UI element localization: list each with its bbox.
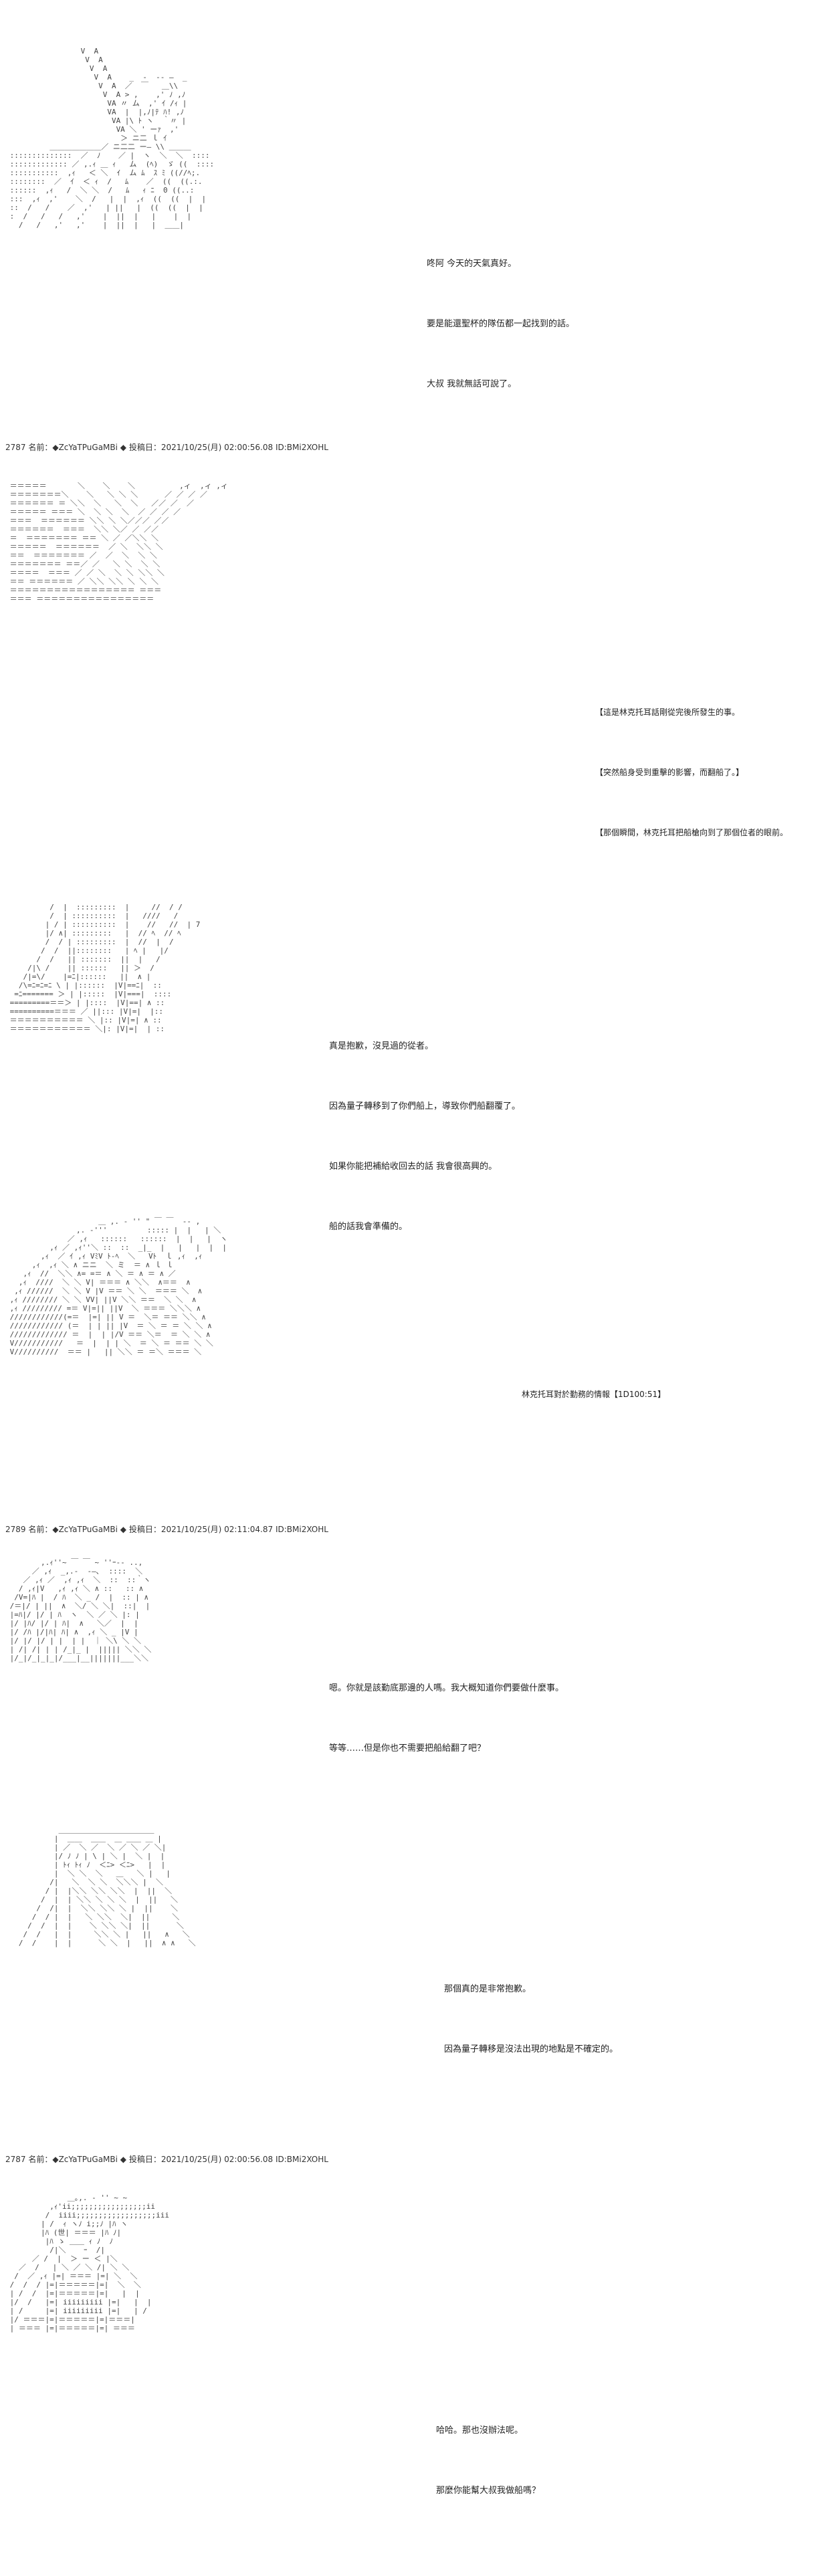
dialog-line: 真是抱歉，沒見過的從者。 xyxy=(329,1041,434,1051)
panel-1: V A V A V A V A _ - -- ― _ V A ／ ￣ ＿\\ V… xyxy=(0,0,840,455)
dialog-line: 那麼你能幫大叔我做船嗎？ xyxy=(436,2486,541,2496)
ascii-art-panel-2: ＝＝＝＝＝ ＼ ＼ ＼ ,ィ ,ィ ,ィ ＝＝＝＝＝＝＝＼ ＼ ＼ ＼ ＼ ／ … xyxy=(9,481,228,603)
dialog-line: 那個真的是非常抱歉。 xyxy=(444,1984,532,1994)
dialog-line: 等等……但是你也不需要把船給翻了吧？ xyxy=(329,1743,486,1753)
post-header: 2787 名前：◆ZcYaTPuGaMBi ◆ 投稿日：2021/10/25(月… xyxy=(5,2155,328,2164)
dialog-panel-5: 嗯。你就是該勤底那邊的人嗎。我大概知道你們要做什麼事。 等等……但是你也不需要把… xyxy=(329,1638,564,1799)
ascii-art-panel-3: / | ::::::::: | // / / / | :::::::::: | … xyxy=(9,903,201,1033)
dialog-line: 【突然船身受到重擊的影響，而翻船了。】 xyxy=(595,768,744,777)
panel-4: ＿ ,. ‐ '' " ￣ ￣ ‐- , ,. ‐''' ::::: | | |… xyxy=(0,1204,840,1545)
dialog-line: 要是能還聖杯的隊伍都一起找到的話。 xyxy=(427,319,575,329)
ascii-art-panel-6: ＿＿＿＿＿＿＿＿＿＿＿＿＿ | ＿＿ ＿＿ ＿ ＿＿ ＿ | | ／ ＼ ／ ＼… xyxy=(18,1826,196,1947)
dialog-line: 嗯。你就是該勤底那邊的人嗎。我大概知道你們要做什麼事。 xyxy=(329,1683,564,1693)
dialog-line: 林克托耳對於勤務的情報【1D100:51】 xyxy=(522,1390,666,1399)
post-header: 2789 名前：◆ZcYaTPuGaMBi ◆ 投稿日：2021/10/25(月… xyxy=(5,1525,328,1534)
ascii-art-panel-4: ＿ ,. ‐ '' " ￣ ￣ ‐- , ,. ‐''' ::::: | | |… xyxy=(9,1217,228,1356)
dialog-line: 因為量子轉移到了你們船上，導致你們船翻覆了。 xyxy=(329,1101,521,1111)
ascii-art-panel-1: V A V A V A V A _ - -- ― _ V A ／ ￣ ＿\\ V… xyxy=(9,47,215,229)
dialog-line: 咚阿 今天的天氣真好。 xyxy=(427,259,517,269)
dialog-panel-2: 【這是林克托耳話剛從完後所發生的事。 【突然船身受到重擊的影響，而翻船了。】 【… xyxy=(595,662,788,883)
dialog-panel-6: 那個真的是非常抱歉。 因為量子轉移是沒法出現的地點是不確定的。 xyxy=(444,1939,618,2100)
ascii-art-panel-7: ＿｡,. ‐ '' ~ ~ ,ｨ'ii;;;;;;;;;;;;;;;;;ii /… xyxy=(9,2193,170,2333)
dialog-panel-4: 林克托耳對於勤務的情報【1D100:51】 xyxy=(522,1344,665,1444)
dialog-line: 因為量子轉移是沒法出現的地點是不確定的。 xyxy=(444,2044,619,2054)
post-header: 2787 名前：◆ZcYaTPuGaMBi ◆ 投稿日：2021/10/25(月… xyxy=(5,443,328,452)
dialog-panel-1: 咚阿 今天的天氣真好。 要是能還聖杯的隊伍都一起找到的話。 大叔 我就無話可說了… xyxy=(427,214,574,435)
dialog-line: 【那個瞬間，林克托耳把船槍向到了那個位者的眼前。 xyxy=(595,828,789,837)
ascii-art-panel-5: ,.ｨ''~ ￣ ￣ ~ ''ｰ-- .., ／ ,ｨ _,.- -―､ :::… xyxy=(9,1558,152,1662)
dialog-panel-3: 真是抱歉，沒見過的從者。 因為量子轉移到了你們船上，導致你們船翻覆了。 如果你能… xyxy=(329,996,520,1277)
dialog-line: 船的話我會準備的。 xyxy=(329,1222,408,1232)
panel-7: ＿｡,. ‐ '' ~ ~ ,ｨ'ii;;;;;;;;;;;;;;;;;ii /… xyxy=(0,2180,840,2575)
dialog-panel-7: 哈哈。那也沒辦法呢。 那麼你能幫大叔我做船嗎？ xyxy=(436,2381,540,2541)
dialog-line: 如果你能把補給收回去的話 我會很高興的。 xyxy=(329,1162,498,1172)
dialog-line: 大叔 我就無話可說了。 xyxy=(427,379,517,389)
panel-5: ,.ｨ''~ ￣ ￣ ~ ''ｰ-- .., ／ ,ｨ _,.- -―､ :::… xyxy=(0,1551,840,1792)
dialog-line: 哈哈。那也沒辦法呢。 xyxy=(436,2426,524,2436)
panel-6: ＿＿＿＿＿＿＿＿＿＿＿＿＿ | ＿＿ ＿＿ ＿ ＿＿ ＿ | | ／ ＼ ／ ＼… xyxy=(0,1806,840,2167)
panel-3: / | ::::::::: | // / / / | :::::::::: | … xyxy=(0,889,840,1232)
dialog-line: 【這是林克托耳話剛從完後所發生的事。 xyxy=(595,708,740,717)
panel-2: ＝＝＝＝＝ ＼ ＼ ＼ ,ィ ,ィ ,ィ ＝＝＝＝＝＝＝＼ ＼ ＼ ＼ ＼ ／ … xyxy=(0,461,840,883)
